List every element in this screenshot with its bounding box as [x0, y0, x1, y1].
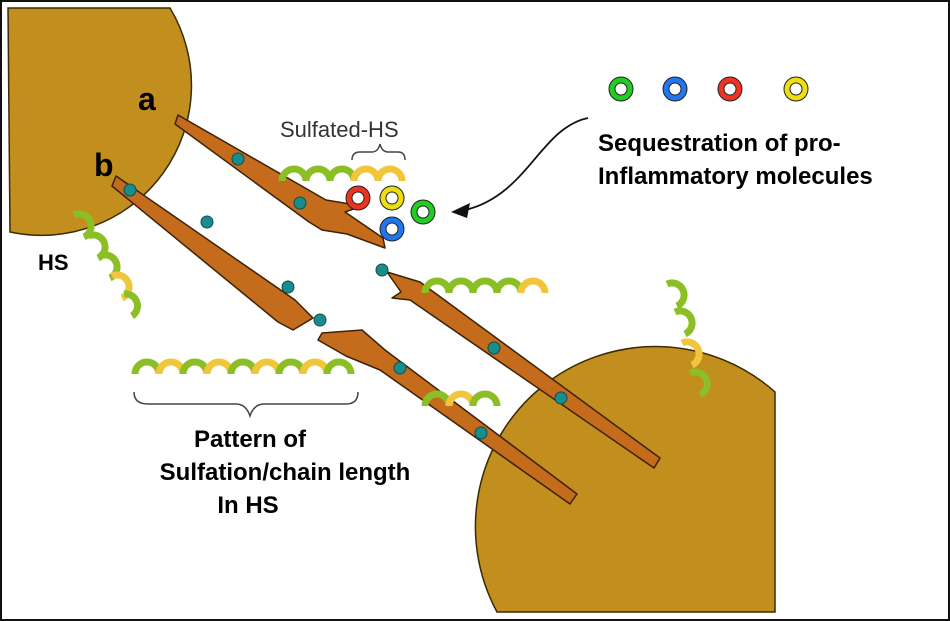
sulfated-hs-brace	[351, 143, 406, 161]
pattern-brace	[133, 391, 359, 419]
fiber-node	[474, 426, 488, 440]
ring-hole	[668, 82, 682, 96]
cell-top-left	[7, 7, 193, 237]
cell-bottom-right	[474, 345, 776, 613]
sulfated-hs-label: Sulfated-HS	[280, 117, 399, 142]
ring-hole	[351, 191, 365, 205]
hs-unit	[179, 358, 211, 375]
fiber-node	[554, 391, 568, 405]
sequestered-molecule-cluster	[345, 185, 436, 242]
hs-unit	[326, 165, 358, 182]
fiber-node	[281, 280, 295, 294]
fiber-node	[231, 152, 245, 166]
ring-hole	[789, 82, 803, 96]
hs-unit	[155, 358, 187, 375]
hs-unit	[469, 390, 501, 407]
hs-unit	[275, 358, 307, 375]
fiber-b-segment-1	[111, 175, 314, 331]
hs-unit	[445, 390, 477, 407]
hs-chain-right-vertical	[665, 279, 711, 399]
fiber-b-segment-2	[317, 329, 578, 505]
hs-chain-pattern	[131, 358, 355, 375]
fiber-a-segment-2	[386, 271, 661, 469]
hs-unit	[517, 277, 549, 294]
hs-unit	[421, 277, 453, 294]
hs-unit	[673, 307, 696, 338]
pattern-label-line2: Sulfation/chain length	[160, 459, 411, 486]
sequestration-arrow	[464, 117, 589, 211]
pattern-label-line1: Pattern of	[194, 426, 307, 453]
fiber-node	[200, 215, 214, 229]
fiber-node	[393, 361, 407, 375]
fiber-node	[123, 183, 137, 197]
ring-hole	[416, 205, 430, 219]
hs-unit	[278, 165, 310, 182]
hs-chain-lower	[421, 390, 501, 407]
hs-unit	[251, 358, 283, 375]
hs-unit	[445, 277, 477, 294]
fiber-b-label: b	[94, 147, 114, 183]
hs-unit	[469, 277, 501, 294]
fiber-a	[174, 114, 661, 469]
sequestration-label-line2: Inflammatory molecules	[598, 163, 873, 190]
hs-chain-top	[278, 165, 406, 182]
hs-unit	[374, 165, 406, 182]
hs-unit	[123, 290, 141, 319]
hs-unit	[299, 358, 331, 375]
hs-chain-left-vertical	[72, 210, 141, 319]
hs-chain-middle	[421, 277, 549, 294]
hs-unit	[688, 368, 711, 399]
hs-unit	[665, 279, 688, 310]
pro-inflammatory-molecule-legend	[608, 76, 809, 102]
fiber-a-label: a	[138, 81, 156, 117]
hs-unit	[680, 338, 703, 369]
hs-unit	[203, 358, 235, 375]
hs-unit	[302, 165, 334, 182]
ring-hole	[385, 191, 399, 205]
hs-unit	[131, 358, 163, 375]
ring-hole	[723, 82, 737, 96]
hs-unit	[323, 358, 355, 375]
hs-label: HS	[38, 250, 69, 275]
sequestration-label-line1: Sequestration of pro-	[598, 130, 841, 157]
fiber-b	[111, 175, 578, 505]
arrowhead-icon	[451, 203, 470, 218]
fiber-node	[487, 341, 501, 355]
fiber-node	[313, 313, 327, 327]
hs-unit	[350, 165, 382, 182]
hs-unit	[227, 358, 259, 375]
fiber-node	[293, 196, 307, 210]
fiber-node	[375, 263, 389, 277]
fiber-nodes	[123, 152, 568, 440]
pattern-label-line3: In HS	[217, 492, 278, 519]
hs-unit	[493, 277, 525, 294]
ring-hole	[385, 222, 399, 236]
ring-hole	[614, 82, 628, 96]
